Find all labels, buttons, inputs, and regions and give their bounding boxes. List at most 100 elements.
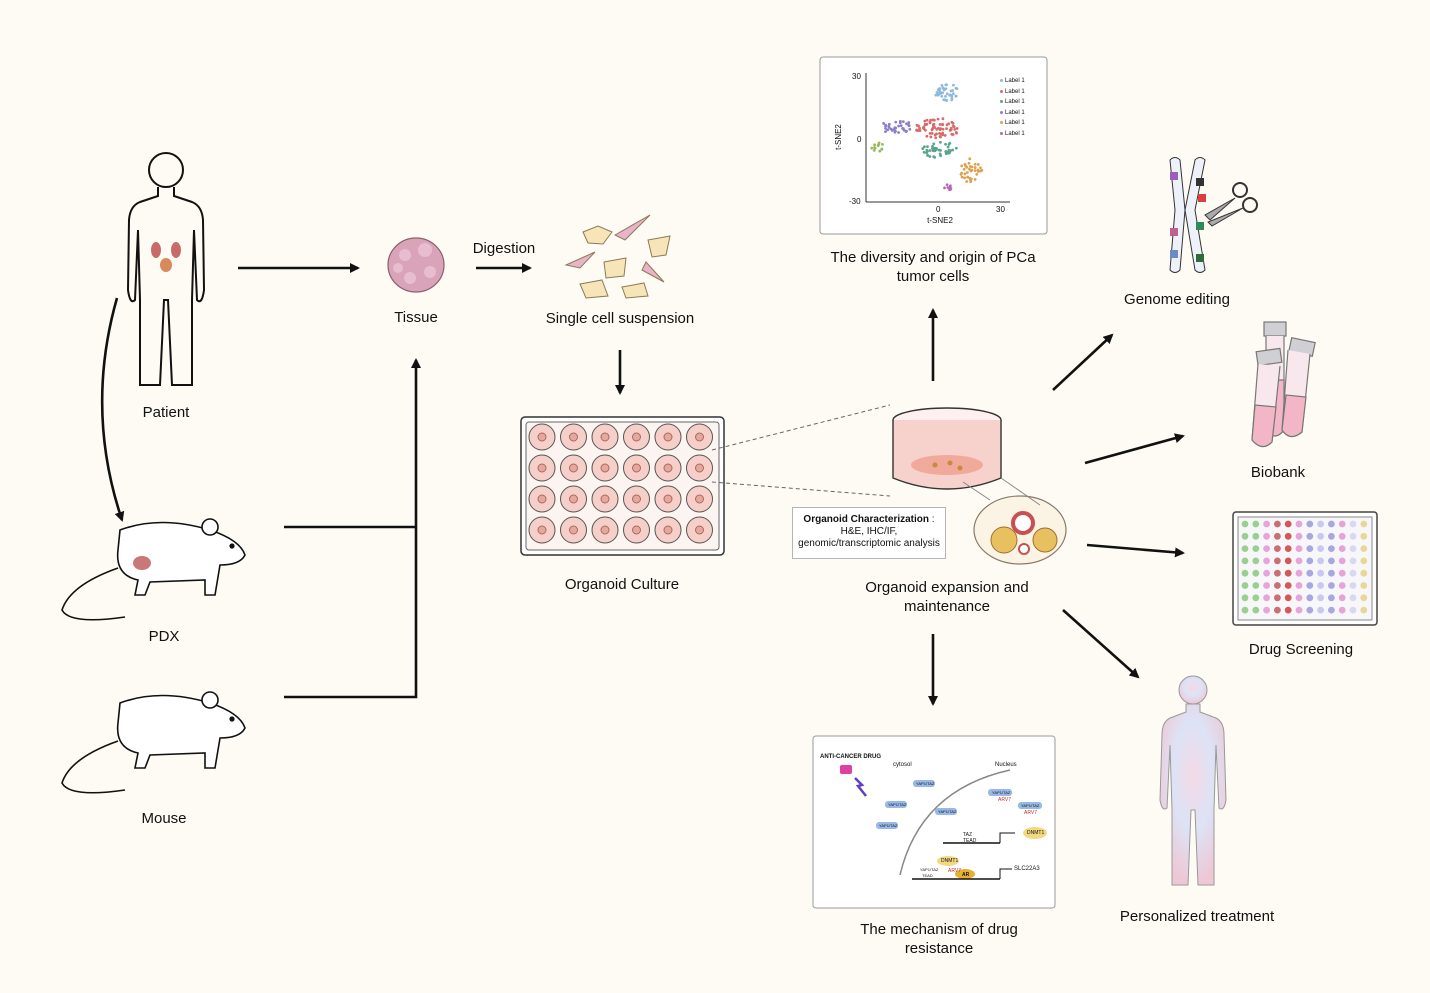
mech-yap-6: YAP1/TAZ — [1021, 803, 1040, 808]
screening-well — [1241, 532, 1249, 540]
tsne-legend-text: Label 1 — [1005, 78, 1025, 84]
organoid-in-well — [600, 432, 610, 442]
tsne-point — [944, 142, 947, 146]
tsne-point — [951, 124, 955, 128]
organoid-in-well — [695, 463, 704, 473]
organoid-in-well — [632, 432, 641, 442]
tsne-point — [904, 129, 908, 133]
tsne-legend-text: Label 1 — [1005, 109, 1025, 116]
tsne-legend-text: Label 1 — [1005, 99, 1025, 106]
tsne-point — [965, 165, 969, 169]
tsne-point — [901, 120, 905, 124]
tsne-point — [954, 86, 958, 90]
mechanism-label-line2: resistance — [904, 940, 974, 957]
organoid-in-well — [663, 494, 673, 504]
tsne-point — [966, 175, 970, 179]
mech-slc: SLC22A3 — [1014, 866, 1040, 872]
screening-well — [1263, 594, 1270, 602]
screening-well — [1328, 532, 1335, 540]
screening-well — [1306, 606, 1314, 614]
screening-well — [1241, 557, 1249, 565]
tsne-point — [935, 132, 938, 136]
tsne-point — [932, 122, 936, 126]
screening-well — [1349, 582, 1357, 589]
organoid-in-well — [695, 432, 704, 442]
tsne-point — [923, 119, 927, 123]
tsne-point — [941, 133, 945, 137]
mech-dnmt1-2: DNMT1 — [941, 858, 959, 864]
tsne-point — [954, 146, 958, 150]
organoid-in-well — [663, 463, 673, 473]
tsne-point — [963, 172, 967, 176]
screening-well — [1306, 520, 1314, 528]
tsne-point — [953, 128, 957, 131]
single-cells-icon — [564, 214, 671, 299]
screening-well — [1349, 594, 1357, 602]
mech-arv7-2: ARV7 — [1024, 810, 1037, 816]
personalized-treatment-label: Personalized treatment — [1119, 908, 1275, 925]
mech-yap-5: YAP1/TAZ — [992, 790, 1011, 795]
tsne-ytick-30: 30 — [852, 72, 861, 81]
tsne-point — [941, 86, 945, 90]
tsne-point — [870, 146, 874, 150]
tsne-xlabel: t-SNE2 — [927, 216, 953, 225]
tsne-point — [944, 87, 948, 91]
tsne-point — [944, 94, 947, 98]
mech-taz: TAZ — [963, 832, 973, 838]
tsne-point — [928, 149, 932, 152]
mech-cytosol-label: cytosol — [893, 762, 912, 768]
tsne-point — [959, 172, 963, 176]
tsne-point — [938, 135, 942, 138]
tsne-point — [965, 171, 969, 174]
screening-well — [1241, 594, 1249, 602]
screening-well — [1241, 606, 1249, 614]
organoid-in-well — [569, 463, 578, 473]
expansion-label-line1: Organoid expansion and — [865, 579, 1029, 596]
tsne-point — [932, 118, 936, 122]
tsne-legend-item: Label 1 — [1000, 99, 1025, 106]
mouse-label: Mouse — [141, 810, 187, 827]
screening-well — [1306, 594, 1314, 602]
tsne-xtick-0: 0 — [936, 205, 941, 214]
screening-well — [1328, 594, 1335, 602]
organoid-in-well — [695, 494, 704, 504]
drug-screening-plate-icon — [1232, 511, 1378, 626]
tsne-point — [951, 89, 954, 92]
screening-well — [1263, 545, 1270, 552]
tsne-legend-item: Label 1 — [1000, 78, 1025, 85]
screening-well — [1317, 520, 1324, 528]
tsne-point — [918, 129, 922, 132]
tsne-point — [923, 145, 926, 149]
organoid-dish-icon — [892, 407, 1067, 565]
tsne-point — [926, 145, 929, 149]
screening-well — [1338, 582, 1346, 589]
tsne-point — [932, 155, 936, 159]
organoid-in-well — [569, 432, 578, 442]
screening-well — [1328, 545, 1335, 552]
pdx-mouse-icon — [61, 518, 246, 621]
tsne-legend-item: Label 1 — [1000, 89, 1025, 96]
tsne-point — [928, 121, 932, 125]
screening-well — [1274, 545, 1281, 552]
mech-yap-7: YAP1/TAZ — [920, 867, 939, 872]
tsne-point — [980, 168, 984, 172]
screening-well — [1306, 569, 1314, 577]
screening-well — [1295, 569, 1303, 577]
tsne-point — [884, 127, 887, 130]
tsne-point — [939, 148, 942, 152]
screening-well — [1274, 557, 1281, 565]
tsne-point — [872, 148, 876, 152]
tsne-point — [940, 84, 944, 87]
screening-well — [1252, 594, 1260, 602]
tsne-ytick-neg30: -30 — [849, 197, 861, 206]
single-cell-label: Single cell suspension — [545, 310, 695, 327]
screening-well — [1360, 532, 1368, 540]
mech-arv7-3: ARV7 — [948, 868, 961, 874]
diversity-label-line1: The diversity and origin of PCa — [830, 249, 1036, 266]
screening-well — [1274, 594, 1281, 602]
organoid-in-well — [632, 494, 641, 504]
chromosome-scissors-icon — [1169, 157, 1258, 273]
screening-well — [1360, 545, 1368, 552]
tsne-point — [918, 126, 921, 130]
tsne-point — [976, 170, 980, 173]
